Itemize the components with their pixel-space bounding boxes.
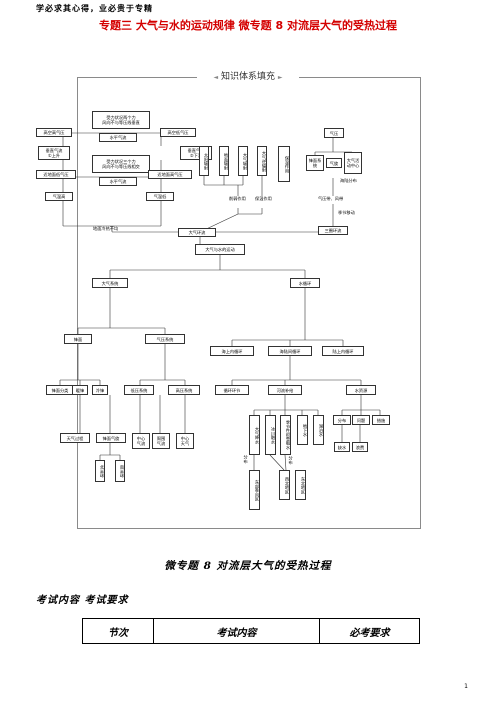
- node-atmos-radiation: 大气辐射: [238, 146, 248, 176]
- exam-heading: 考试内容 考试要求: [36, 595, 129, 606]
- node-distribution: 分布: [333, 415, 351, 425]
- section-title: 微专题 8 对流层大气的受热过程: [164, 560, 332, 572]
- node-ground-low: 近地面低气压: [36, 170, 76, 179]
- label-keep: 保温作用: [255, 196, 272, 201]
- node-waste: 浪费: [352, 442, 368, 452]
- node-water-resource: 水资源: [346, 385, 376, 395]
- table-header-content: 考试内容: [153, 618, 320, 644]
- node-frontal-cyclone: 锋面气旋: [96, 433, 126, 443]
- node-ground-water: 地下水: [297, 415, 308, 445]
- mindmap-frame-title: ◄ 知识体系填充 ►: [197, 70, 299, 84]
- node-front-types: 锋面分类: [46, 385, 74, 395]
- table-header-requirement: 必考要求: [318, 618, 421, 644]
- frame-deco-left-icon: ◄: [213, 74, 219, 81]
- node-precip: 大气降水: [249, 415, 260, 455]
- node-solar-radiation: 太阳辐射: [199, 146, 209, 176]
- node-northeast: 东北地区: [295, 470, 306, 500]
- node-warm-front: 暖锋: [72, 385, 88, 395]
- node-north-hemi: 北半球: [95, 460, 105, 482]
- node-horizontal-top: 水平气流: [99, 133, 137, 142]
- node-temp-low: 气温低: [146, 192, 174, 201]
- node-ground-radiation: 地面辐射: [219, 146, 229, 176]
- node-atmos-system: 大气系统: [92, 278, 128, 288]
- frame-title-text: 知识体系填充: [220, 72, 275, 82]
- label-weaken: 削弱作用: [229, 196, 246, 201]
- table-header-section: 节次: [81, 618, 155, 644]
- node-river-supply: 河流补给: [268, 385, 302, 395]
- node-lake-water: 湖泊水: [313, 415, 324, 445]
- node-weather-process: 天气过程: [60, 433, 90, 443]
- label-land-sea: 海陆分布: [340, 178, 357, 183]
- node-snow-melt: 季节性积雪融水: [280, 415, 291, 455]
- node-center-flow: 中心 气流: [132, 433, 150, 449]
- node-action-center: 大气活动中心: [344, 152, 362, 174]
- node-force-two: 受力状况两个力 风向不与等压线垂直: [92, 111, 150, 129]
- node-ground-high: 近地面高气压: [148, 170, 192, 179]
- node-force-three: 受力状况三个力 风向不与等压线相交: [92, 155, 150, 173]
- node-front: 锋面: [64, 334, 92, 344]
- node-problem: 问题: [352, 415, 370, 425]
- node-horizontal-mid: 水平气流: [99, 177, 137, 186]
- node-sea-land-cycle: 海陆间循环: [268, 346, 312, 356]
- node-circulation: 大气环流: [178, 228, 216, 237]
- exam-table: 节次 考试内容 必考要求: [81, 618, 421, 644]
- label-pressure-belt: 气压带、风带: [318, 196, 344, 201]
- node-land-cycle: 陆上内循环: [322, 346, 364, 356]
- page-title: 专题三 大气与水的运动规律 微专题 8 对流层大气的受热过程: [99, 19, 397, 32]
- node-vertical-up: 垂直气流 ①上升: [38, 146, 70, 160]
- node-northwest: 西北地区: [279, 470, 290, 500]
- node-atmos-counter: 大气逆辐射: [257, 146, 267, 176]
- node-water-shortage: 缺水: [334, 442, 350, 452]
- node-cold-front: 冷锋: [92, 385, 108, 395]
- node-cyclone: 气旋: [326, 158, 342, 168]
- label-dist-2: 分布: [288, 456, 294, 465]
- node-glacier-melt: 冰川融水: [265, 415, 276, 455]
- node-around-flow: 周围 气流: [152, 433, 170, 449]
- node-root: 大气与水的运动: [195, 244, 245, 255]
- label-dist-1: 分布: [243, 455, 249, 464]
- frame-deco-right-icon: ►: [277, 74, 283, 81]
- node-high-altitude-high: 高空高气压: [36, 128, 72, 137]
- node-pressure: 气压: [324, 128, 344, 138]
- node-front-system: 锋面系统: [306, 155, 324, 171]
- node-east-monsoon: 东部季风区: [249, 470, 260, 510]
- table-row: 节次 考试内容 必考要求: [81, 618, 421, 644]
- node-keep-warm: 保温作用: [278, 146, 290, 182]
- node-sea-cycle: 海上内循环: [210, 346, 254, 356]
- node-high-system: 高压系统: [168, 385, 200, 395]
- node-pressure-system: 气压系统: [145, 334, 185, 344]
- node-high-altitude-low: 高空低气压: [160, 128, 196, 137]
- node-water-cycle: 水循环: [290, 278, 320, 288]
- page-number: 1: [464, 683, 468, 690]
- node-cycle-links: 循环环节: [215, 385, 249, 395]
- node-low-system: 低压系统: [124, 385, 154, 395]
- node-three-cell: 三圈环流: [318, 226, 348, 235]
- node-south-hemi: 南半球: [115, 460, 125, 482]
- node-temp-high: 气温高: [45, 192, 73, 201]
- label-uneven-heating: 地面冷热不均: [93, 226, 119, 231]
- page-motto: 学必求其心得，业必贵于专精: [36, 3, 153, 13]
- node-center-weather: 中心 天气: [176, 433, 194, 449]
- label-seasonal-shift: 季节移动: [338, 210, 355, 215]
- node-measures: 措施: [372, 415, 390, 425]
